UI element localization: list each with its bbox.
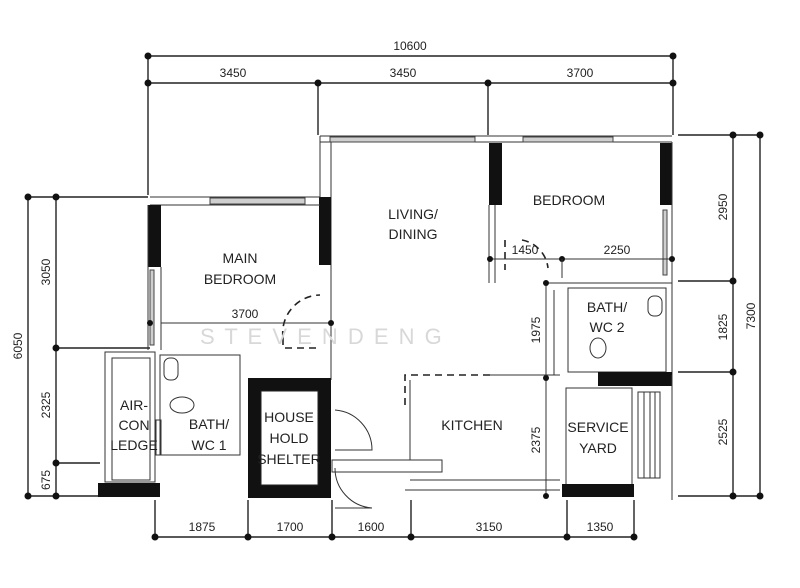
dim-top-1: 3450 bbox=[220, 66, 247, 80]
top-dimensions: 10600 3450 3450 3700 bbox=[144, 39, 677, 195]
dim-right-1: 2950 bbox=[716, 193, 730, 220]
dim-top-total: 10600 bbox=[393, 39, 427, 53]
dim-bedroom-width: 2250 bbox=[604, 243, 631, 257]
label-aircon-2: CON bbox=[118, 417, 149, 433]
label-aircon-1: AIR- bbox=[120, 397, 148, 413]
dim-right-3: 2525 bbox=[716, 418, 730, 445]
dim-right-total: 7300 bbox=[744, 302, 758, 329]
label-shelter-2: HOLD bbox=[270, 430, 309, 446]
dim-kitchen: 2375 bbox=[529, 426, 543, 453]
bottom-dimensions: 1875 1700 1600 3150 1350 bbox=[151, 500, 638, 541]
label-service-yard-2: YARD bbox=[579, 440, 617, 456]
label-kitchen: KITCHEN bbox=[441, 417, 502, 433]
left-dimensions: 6050 3050 2325 675 bbox=[11, 193, 150, 500]
dim-bottom-4: 3150 bbox=[476, 520, 503, 534]
dim-left-3: 675 bbox=[39, 470, 53, 490]
label-main-bedroom-2: BEDROOM bbox=[204, 271, 276, 287]
walls: 3700 1450 2250 1975 2375 bbox=[98, 135, 675, 509]
dim-left-total: 6050 bbox=[11, 332, 25, 359]
right-dimensions: 2950 1825 2525 7300 bbox=[678, 131, 764, 500]
label-bedroom: BEDROOM bbox=[533, 192, 605, 208]
dim-bedroom-door: 1450 bbox=[512, 243, 539, 257]
dim-main-bedroom-width: 3700 bbox=[232, 307, 259, 321]
watermark: S T E V E N D E N G bbox=[200, 324, 444, 349]
label-shelter-1: HOUSE bbox=[264, 409, 314, 425]
dim-bottom-3: 1600 bbox=[358, 520, 385, 534]
dim-left-2: 2325 bbox=[39, 391, 53, 418]
label-service-yard-1: SERVICE bbox=[567, 419, 628, 435]
dim-right-2: 1825 bbox=[716, 313, 730, 340]
room-labels: LIVING/ DINING BEDROOM MAIN BEDROOM BATH… bbox=[110, 192, 628, 467]
dim-bottom-2: 1700 bbox=[277, 520, 304, 534]
label-main-bedroom-1: MAIN bbox=[223, 250, 258, 266]
label-bath-wc2-1: BATH/ bbox=[587, 299, 627, 315]
dim-top-3: 3700 bbox=[567, 66, 594, 80]
label-bath-wc2-2: WC 2 bbox=[590, 319, 625, 335]
label-shelter-3: SHELTER bbox=[257, 451, 321, 467]
label-living-1: LIVING/ bbox=[388, 206, 438, 222]
label-living-2: DINING bbox=[389, 226, 438, 242]
dim-bottom-5: 1350 bbox=[587, 520, 614, 534]
dim-left-1: 3050 bbox=[39, 258, 53, 285]
label-bath-wc1-2: WC 1 bbox=[192, 437, 227, 453]
label-bath-wc1-1: BATH/ bbox=[189, 416, 229, 432]
dim-bottom-1: 1875 bbox=[189, 520, 216, 534]
dim-corridor: 1975 bbox=[529, 316, 543, 343]
dim-top-2: 3450 bbox=[390, 66, 417, 80]
label-aircon-3: LEDGE bbox=[110, 437, 157, 453]
